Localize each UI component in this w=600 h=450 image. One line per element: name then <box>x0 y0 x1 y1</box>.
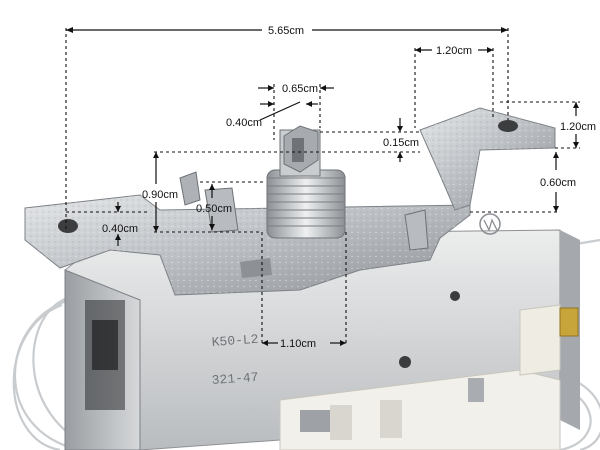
shaft-flat-label: 0.40cm <box>226 117 262 129</box>
left-bracket-height-label: 0.40cm <box>102 223 138 235</box>
model-stamp: K50-L2 <box>211 332 259 350</box>
code-stamp: 321-47 <box>211 370 259 388</box>
mounting-bracket <box>24 107 556 296</box>
collar-height-label: 0.50cm <box>196 203 232 215</box>
terminal-block <box>279 304 579 450</box>
right-bracket-drop-label: 0.60cm <box>540 177 576 189</box>
thermostat-shaft <box>266 125 346 239</box>
abb-roundel-icon <box>479 213 501 235</box>
overall-width-label: 5.65cm <box>268 25 304 37</box>
left-mounting-hole <box>58 219 78 233</box>
right-mounting-hole <box>498 120 518 132</box>
right-bracket-height-label: 1.20cm <box>560 121 596 133</box>
hole-offset-label: 1.20cm <box>436 45 472 57</box>
shaft-height-label: 0.90cm <box>142 189 178 201</box>
shaft-width-label: 0.65cm <box>282 83 318 95</box>
shaft-to-edge-label: 1.10cm <box>280 338 316 350</box>
dimension-overlay: 5.65cm 1.20cm 0.65cm 0.40cm 0.15cm <box>65 25 596 350</box>
shaft-step-label: 0.15cm <box>383 137 419 149</box>
